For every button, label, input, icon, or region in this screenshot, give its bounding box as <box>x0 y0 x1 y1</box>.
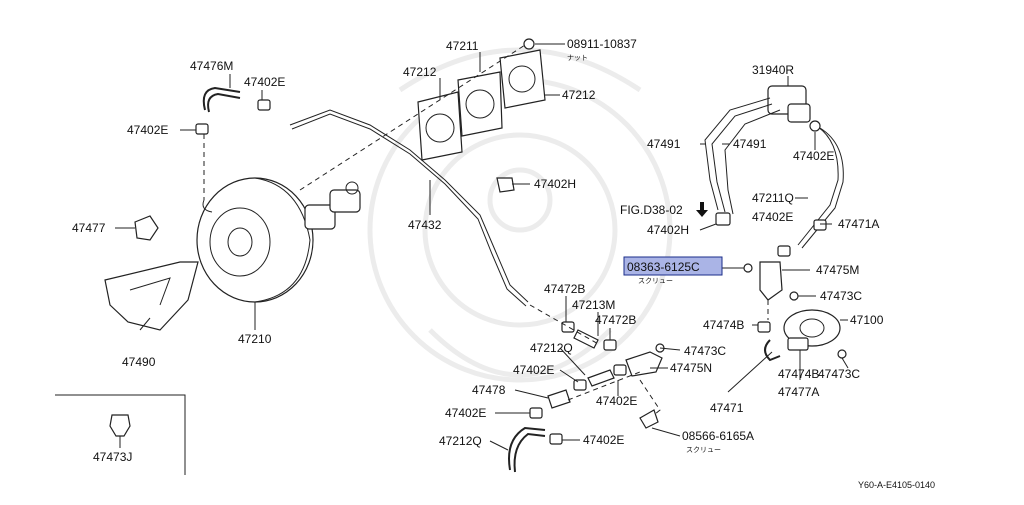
hose-47212Q-lower-part[interactable] <box>508 426 546 471</box>
callout-47472B[interactable]: 47472B <box>544 282 585 296</box>
callout-47474B[interactable]: 47474B <box>778 367 819 381</box>
hose-47213M-part[interactable] <box>573 329 599 349</box>
callout-47475M[interactable]: 47475M <box>816 263 859 277</box>
fig-reference-arrow <box>696 202 708 217</box>
callout-47490[interactable]: 47490 <box>122 355 156 369</box>
hose-47491-part[interactable] <box>704 97 771 211</box>
diagram-code: Y60-A-E4105-0140 <box>858 480 935 490</box>
pipe-47432-part[interactable] <box>289 109 529 303</box>
callout-47473C[interactable]: 47473C <box>818 367 860 381</box>
screw-08566-part[interactable] <box>639 409 659 429</box>
callout-47212[interactable]: 47212 <box>403 65 437 79</box>
callout-47402E[interactable]: 47402E <box>752 210 793 224</box>
callout-08911-sublabel: ナット <box>567 54 588 62</box>
callout-47491[interactable]: 47491 <box>733 137 767 151</box>
bracket-47475M-part[interactable] <box>759 261 783 301</box>
callout-47213M[interactable]: 47213M <box>572 298 615 312</box>
clamp-part[interactable] <box>573 379 587 391</box>
callout-47475N[interactable]: 47475N <box>670 361 712 375</box>
callout-47402H[interactable]: 47402H <box>647 223 689 237</box>
clamp-part[interactable] <box>561 321 575 333</box>
hose-47471-part[interactable] <box>764 339 781 362</box>
callout-47402H[interactable]: 47402H <box>534 177 576 191</box>
clamp-part[interactable] <box>613 364 627 376</box>
clamp-part[interactable] <box>195 123 209 135</box>
callout-47212Q[interactable]: 47212Q <box>439 434 482 448</box>
clamp-part[interactable] <box>257 99 271 111</box>
tee-47478-part[interactable] <box>547 389 571 409</box>
hose-47476M-part[interactable] <box>202 86 241 111</box>
nut-part[interactable] <box>523 38 535 50</box>
callout-47402E[interactable]: 47402E <box>445 406 486 420</box>
brake-booster-part[interactable] <box>196 177 361 303</box>
callout-47100[interactable]: 47100 <box>850 313 884 327</box>
vacuum-pump-47100-part[interactable] <box>783 309 841 351</box>
callout-47472B[interactable]: 47472B <box>595 313 636 327</box>
callout-47211[interactable]: 47211 <box>446 39 479 53</box>
clamp-part[interactable] <box>529 407 543 419</box>
gasket-47212-part[interactable] <box>417 91 463 161</box>
callout-47471[interactable]: 47471 <box>710 401 744 415</box>
callout-47212[interactable]: 47212 <box>562 88 596 102</box>
clip-part[interactable] <box>715 212 731 226</box>
callout-47471A[interactable]: 47471A <box>838 217 879 231</box>
callout-47402E[interactable]: 47402E <box>513 363 554 377</box>
callout-47473C[interactable]: 47473C <box>820 289 862 303</box>
callout-47491[interactable]: 47491 <box>647 137 681 151</box>
clip-47402H-part[interactable] <box>496 177 515 193</box>
highlighted-part-box[interactable] <box>623 256 723 276</box>
callout-47402E[interactable]: 47402E <box>583 433 624 447</box>
callout-08566-sublabel: スクリュー <box>686 446 721 454</box>
leader-lines <box>115 43 849 451</box>
bracket-47490-part[interactable] <box>104 261 199 331</box>
part-47477[interactable] <box>134 215 159 241</box>
bracket-47475N-part[interactable] <box>625 351 663 377</box>
clip-47473J-part[interactable] <box>109 414 131 437</box>
callout-08911-10837[interactable]: 08911-10837 <box>567 37 637 51</box>
callout-fig-d38-02[interactable]: FIG.D38-02 <box>620 203 683 217</box>
clamp-part[interactable] <box>549 433 563 445</box>
clamp-part[interactable] <box>603 339 617 351</box>
callout-47476M[interactable]: 47476M <box>190 59 233 73</box>
hose-47211Q-part[interactable] <box>797 124 839 246</box>
callout-08363-sublabel: スクリュー <box>638 277 673 285</box>
inset-frame <box>55 394 186 475</box>
callout-08566-6165A[interactable]: 08566-6165A <box>682 429 754 443</box>
callout-47477[interactable]: 47477 <box>72 221 106 235</box>
callout-47212Q[interactable]: 47212Q <box>530 341 573 355</box>
callout-47402E[interactable]: 47402E <box>244 75 285 89</box>
gasket-47212b-part[interactable] <box>499 49 546 109</box>
callout-31940R[interactable]: 31940R <box>752 63 794 77</box>
callout-47211Q[interactable]: 47211Q <box>752 191 794 205</box>
callout-47473C[interactable]: 47473C <box>684 344 726 358</box>
hose-47212Q-part[interactable] <box>587 369 615 387</box>
valve-31940R-part[interactable] <box>767 85 811 123</box>
callout-47210[interactable]: 47210 <box>238 332 272 346</box>
callout-47402E[interactable]: 47402E <box>127 123 168 137</box>
callout-08363-6125C[interactable]: 08363-6125C <box>627 260 700 274</box>
plate-47211-part[interactable] <box>457 71 503 137</box>
callout-47478[interactable]: 47478 <box>472 383 506 397</box>
callout-47477A[interactable]: 47477A <box>778 385 819 399</box>
callout-47402E[interactable]: 47402E <box>596 394 637 408</box>
callout-47473J[interactable]: 47473J <box>93 450 132 464</box>
callout-47474B[interactable]: 47474B <box>703 318 744 332</box>
callout-47402E[interactable]: 47402E <box>793 149 834 163</box>
callout-47432[interactable]: 47432 <box>408 218 442 232</box>
